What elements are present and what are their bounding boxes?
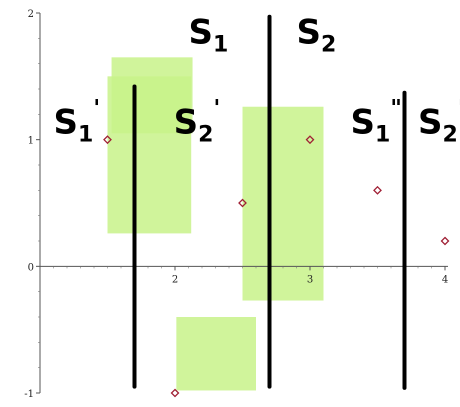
data-points xyxy=(103,135,450,398)
highlight-region-3 xyxy=(242,106,324,301)
data-point-5 xyxy=(373,185,382,195)
y-tick-label-0: 0 xyxy=(28,262,34,273)
data-point-2 xyxy=(170,388,180,398)
label-s2pp: S2" xyxy=(418,96,460,147)
x-tick-label-3: 3 xyxy=(307,274,313,285)
highlight-region-2 xyxy=(107,76,192,234)
data-point-6 xyxy=(440,236,450,246)
data-point-4 xyxy=(305,135,315,145)
axes: 2 3 4 -1 0 1 2 xyxy=(24,9,448,400)
label-s2p: S2' xyxy=(174,96,221,147)
x-tick-label-2: 2 xyxy=(172,274,178,285)
y-tick-label--1: -1 xyxy=(24,389,34,400)
y-tick-label-2: 2 xyxy=(28,9,34,20)
highlight-region-4 xyxy=(176,317,256,391)
data-point-1 xyxy=(103,135,112,145)
x-tick-label-4: 4 xyxy=(442,274,448,285)
y-tick-label-1: 1 xyxy=(28,136,34,147)
data-point-3 xyxy=(238,198,247,208)
label-s1p: S1' xyxy=(54,96,101,147)
label-s1: S1 xyxy=(189,12,229,57)
label-s2: S2 xyxy=(297,12,337,57)
split-lines xyxy=(132,14,407,390)
label-s1pp: S1" xyxy=(351,96,402,147)
